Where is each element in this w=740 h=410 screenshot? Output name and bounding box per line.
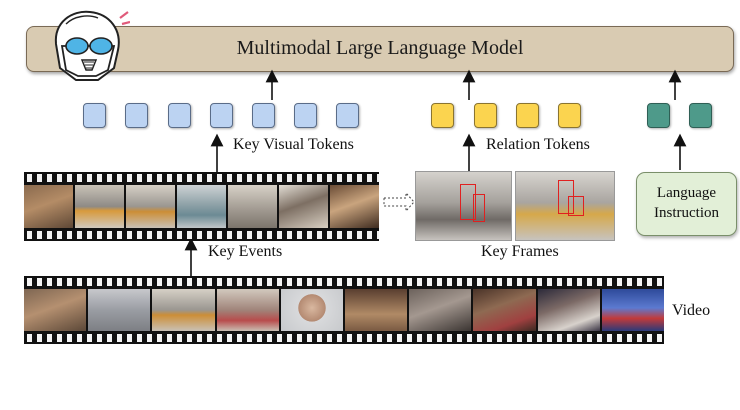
video-label: Video <box>672 302 711 319</box>
key-visual-tokens-label: Key Visual Tokens <box>233 136 354 153</box>
event-frame <box>177 185 226 228</box>
key-events-film-strip <box>24 172 379 241</box>
key-frames-label: Key Frames <box>481 243 559 260</box>
visual-token <box>252 103 275 128</box>
film-holes-top <box>24 278 664 286</box>
helmet-mascot-icon <box>54 10 130 81</box>
event-frame <box>279 185 328 228</box>
event-frame <box>126 185 175 228</box>
key-events-label: Key Events <box>208 243 283 260</box>
event-frame <box>24 185 73 228</box>
event-frame <box>228 185 277 228</box>
visual-token <box>168 103 191 128</box>
visual-token <box>83 103 106 128</box>
video-frame <box>409 289 472 331</box>
bbox <box>460 184 476 220</box>
relation-token <box>431 103 454 128</box>
language-instruction-line1: Language <box>656 185 717 201</box>
film-holes-bottom <box>24 231 379 239</box>
video-frame <box>152 289 215 331</box>
film-holes-bottom <box>24 334 664 342</box>
key-frame-2 <box>516 172 614 240</box>
relation-tokens-label: Relation Tokens <box>486 136 590 153</box>
video-frame <box>537 289 600 331</box>
video-frame <box>345 289 408 331</box>
video-frame <box>24 289 87 331</box>
language-instruction-line2: Instruction <box>654 205 719 221</box>
video-film-strip <box>24 276 665 344</box>
video-frame <box>601 289 665 331</box>
dashed-right-arrow-icon <box>383 191 415 213</box>
visual-token <box>294 103 317 128</box>
bbox <box>558 180 574 214</box>
relation-token <box>516 103 539 128</box>
language-token <box>689 103 712 128</box>
video-frame <box>216 289 279 331</box>
mllm-label: Multimodal Large Language Model <box>236 37 524 59</box>
key-events-frames <box>24 185 379 228</box>
event-frame <box>75 185 124 228</box>
mllm-box: Multimodal Large Language Model <box>26 26 734 72</box>
relation-token <box>474 103 497 128</box>
event-frame <box>330 185 379 228</box>
bbox <box>568 196 584 216</box>
video-frame <box>88 289 151 331</box>
video-frame <box>280 289 344 331</box>
language-token <box>647 103 670 128</box>
video-frames <box>24 289 665 331</box>
relation-token <box>558 103 581 128</box>
visual-token <box>125 103 148 128</box>
video-frame <box>473 289 536 331</box>
language-instruction-box: Language Instruction <box>636 172 737 236</box>
visual-token <box>336 103 359 128</box>
film-holes-top <box>24 174 379 182</box>
bbox <box>473 194 485 222</box>
visual-token <box>210 103 233 128</box>
key-frame-1 <box>416 172 511 240</box>
